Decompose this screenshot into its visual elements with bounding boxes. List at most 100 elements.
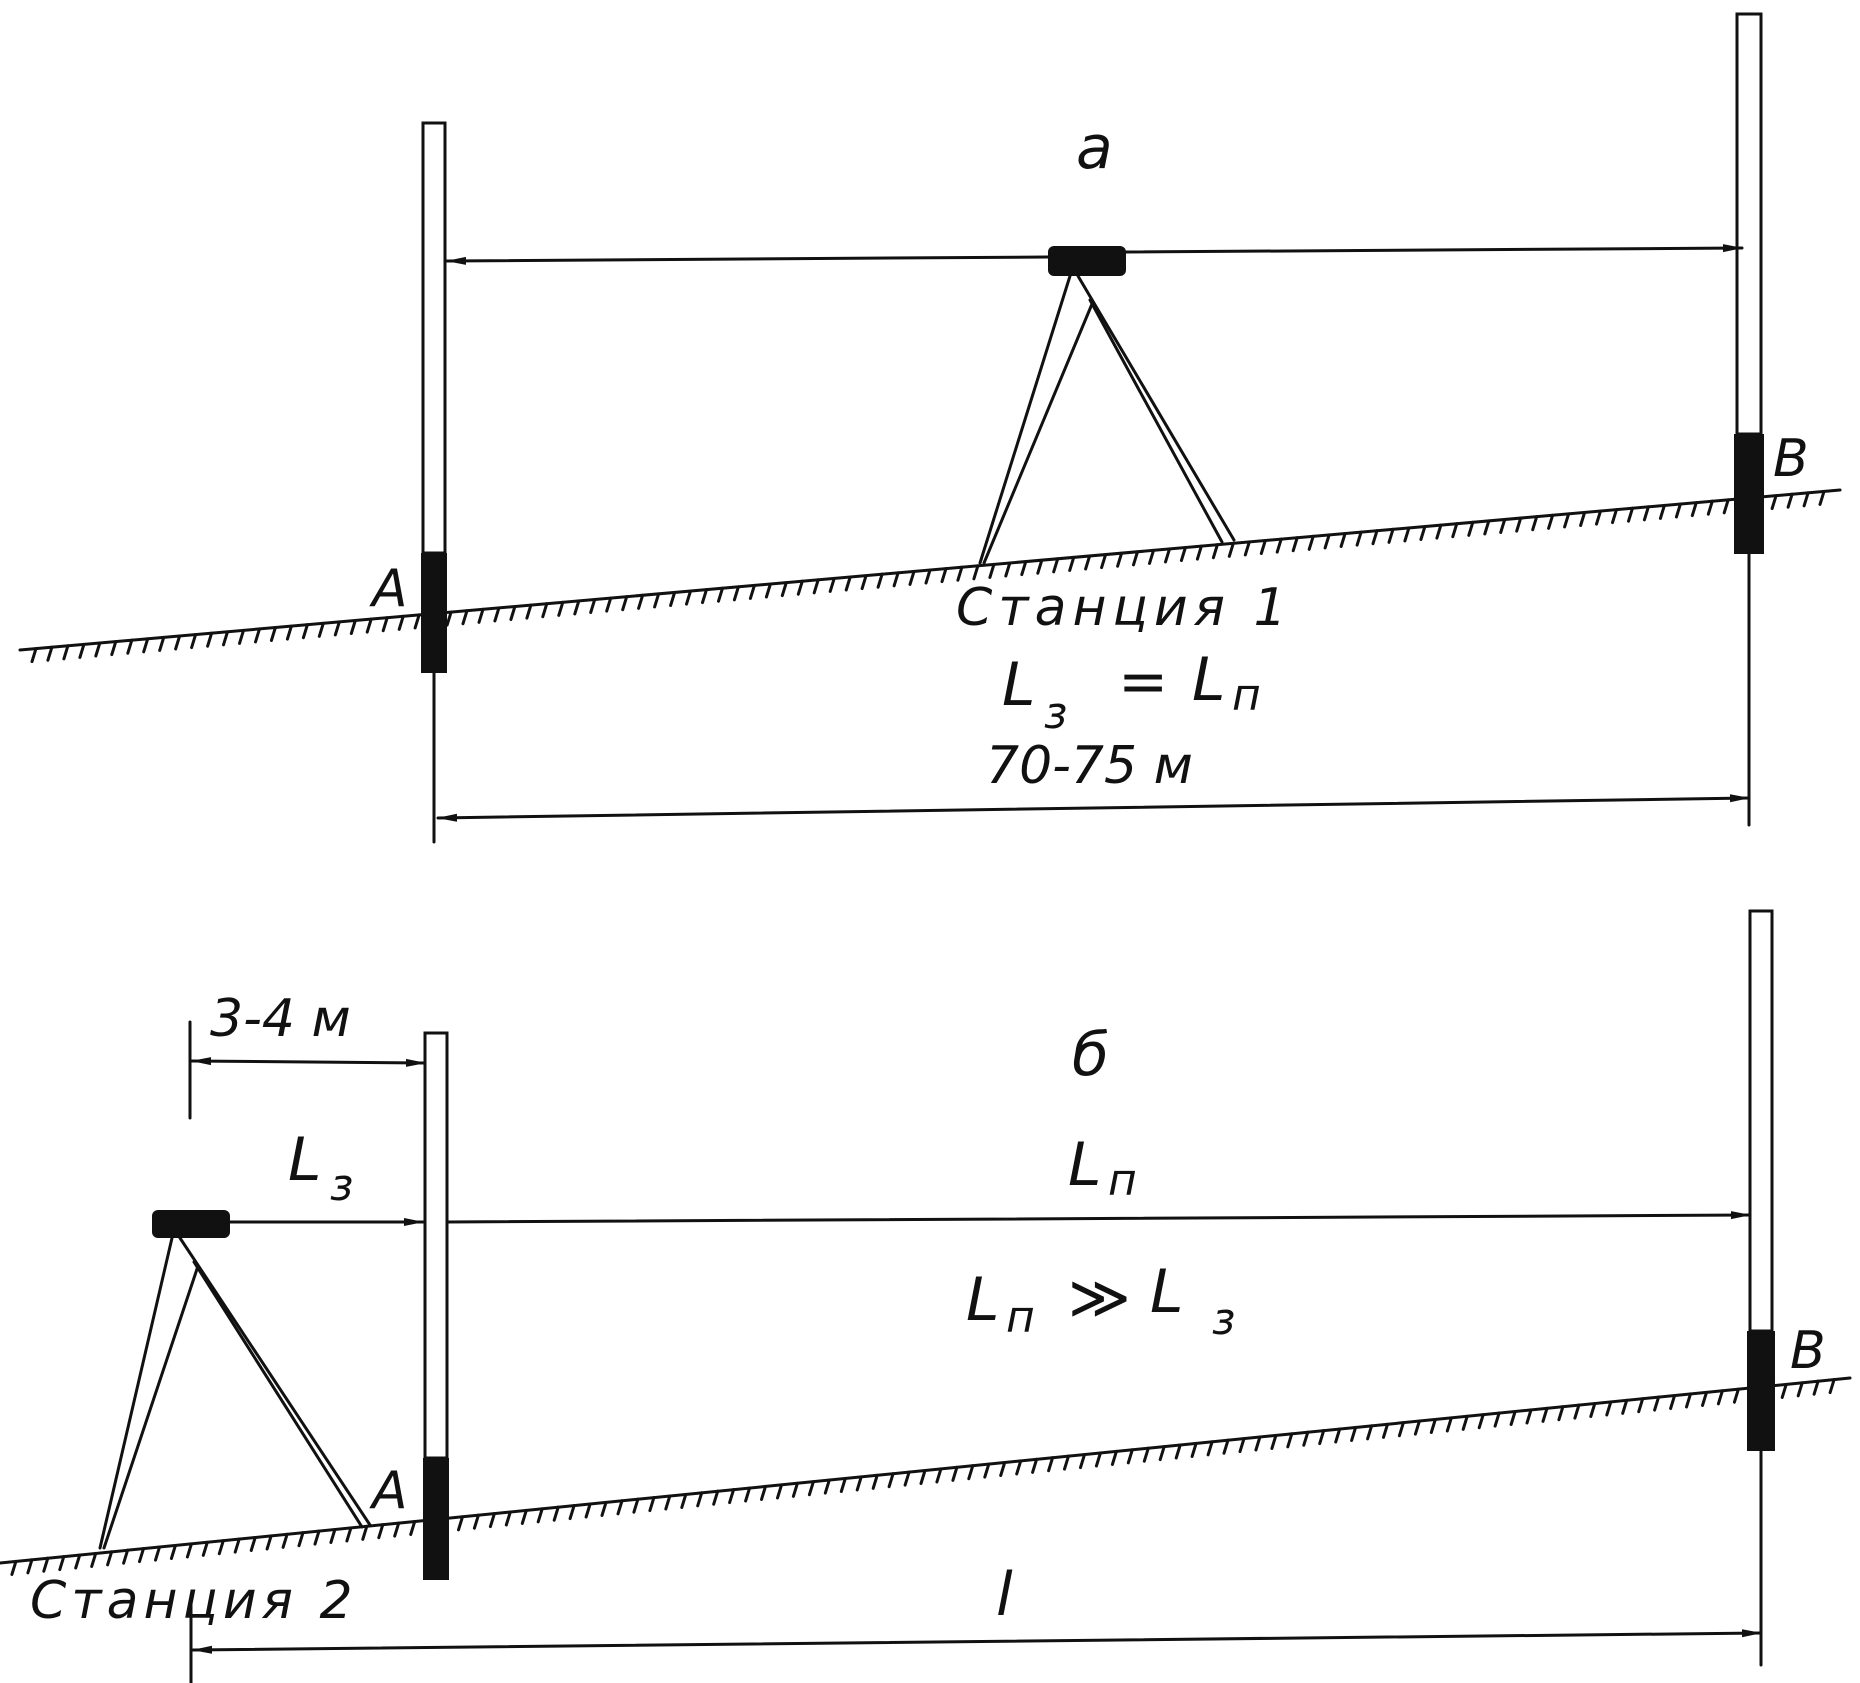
ground-hatch — [1579, 511, 1587, 527]
ground-hatch — [1780, 1382, 1788, 1399]
ground-hatch — [1350, 1425, 1358, 1442]
ground-hatch — [1110, 1449, 1118, 1466]
ground-hatch — [1611, 508, 1618, 525]
distance-label-a: 70-75 м — [986, 736, 1193, 796]
ground-hatch — [988, 562, 996, 579]
ground-hatch — [780, 581, 788, 598]
ground-hatch — [552, 1505, 560, 1522]
ground-hatch — [1190, 1441, 1198, 1458]
ground-hatch — [1818, 489, 1826, 506]
sight-line-back-a — [445, 255, 1050, 265]
ground-hatch — [126, 638, 134, 655]
ground-hatch — [919, 1469, 927, 1485]
ground-hatch — [30, 647, 38, 664]
ground-hatch — [1366, 1424, 1374, 1441]
ground-hatch — [1116, 551, 1124, 568]
ground-hatch — [1595, 509, 1602, 526]
ground-hatch — [329, 1528, 337, 1544]
ground-hatch — [301, 623, 309, 640]
ground-hatch — [844, 575, 852, 592]
ground-hatch — [158, 635, 166, 652]
lp-label: L п — [1068, 1130, 1137, 1206]
ground-hatch — [1642, 505, 1650, 522]
ground-hatch — [1796, 1381, 1804, 1398]
ground-hatch — [701, 588, 708, 605]
ground-hatch — [169, 1544, 177, 1560]
sight-line-forward-a — [1124, 244, 1744, 254]
ground-hatch — [972, 564, 980, 581]
ground-hatch — [1716, 1389, 1724, 1406]
ground-hatch — [281, 1532, 289, 1549]
ground-hatch — [1004, 561, 1012, 578]
ground-hatch — [1211, 543, 1219, 560]
ground-hatch — [206, 631, 214, 648]
ground-hatch — [1732, 1387, 1740, 1404]
ground-hatch — [361, 1524, 369, 1541]
ground-hatch — [365, 617, 373, 634]
ground-hatch — [393, 1521, 401, 1538]
ground-hatch — [1126, 1448, 1134, 1465]
ground-hatch — [744, 1486, 752, 1503]
ground-hatch — [297, 1531, 305, 1548]
ground-hatch — [265, 1534, 273, 1551]
ground-hatch — [828, 576, 836, 593]
ground-hatch — [1020, 560, 1028, 577]
ground-hatch — [461, 609, 469, 626]
ground-hatch — [1674, 502, 1682, 519]
ground-hatch — [1148, 548, 1155, 565]
ground-hatch — [664, 1494, 672, 1511]
ground-hatch — [876, 572, 884, 589]
ground-hatch — [764, 582, 772, 599]
ground-hatch — [285, 624, 293, 641]
staff-b — [1734, 12, 1764, 827]
ground-hatch — [525, 603, 533, 620]
lz-label: L з — [288, 1125, 353, 1211]
ground-hatch — [345, 1526, 353, 1543]
ground-line-b — [0, 1376, 1852, 1576]
ground-hatch — [1259, 539, 1267, 555]
ground-hatch — [1015, 1459, 1023, 1476]
ground-hatch — [493, 606, 501, 623]
eq-l-sub: з — [1044, 688, 1067, 739]
ground-hatch — [1413, 1419, 1421, 1436]
ground-hatch — [796, 579, 804, 596]
ground-hatch — [1605, 1400, 1613, 1417]
ground-hatch — [584, 1502, 592, 1519]
ground-hatch — [1286, 1432, 1294, 1449]
ground-hatch — [520, 1508, 528, 1525]
ground-hatch — [1397, 1421, 1405, 1438]
ground-hatch — [621, 595, 629, 612]
eq-relation: = — [1118, 647, 1168, 717]
ground-hatch — [1653, 1395, 1661, 1412]
ground-hatch — [58, 1555, 66, 1572]
ground-hatch — [892, 571, 900, 588]
ground-hatch — [1419, 525, 1427, 541]
ground-hatch — [142, 637, 150, 654]
ground-hatch — [1355, 530, 1363, 547]
ground-hatch — [951, 1465, 959, 1482]
ground-hatch — [1525, 1408, 1533, 1425]
ground-hatch — [935, 1467, 943, 1484]
ground-hatch — [381, 616, 389, 633]
ground-hatch — [313, 1529, 321, 1546]
ground-hatch — [1031, 1457, 1039, 1474]
ground-hatch — [685, 589, 692, 606]
rel-sub: п — [1006, 1292, 1035, 1343]
ground-hatch — [1238, 1437, 1246, 1454]
ground-hatch — [78, 642, 86, 659]
ground-hatch — [190, 633, 198, 650]
ground-hatch — [1627, 506, 1634, 523]
ground-hatch — [791, 1481, 799, 1498]
ground-hatch — [589, 598, 597, 614]
ground-hatch — [457, 1515, 464, 1532]
ground-hatch — [317, 621, 325, 638]
panel-b-label: б — [1072, 1020, 1109, 1090]
ground-hatch — [908, 569, 916, 586]
ground-hatch — [1515, 516, 1523, 533]
station-2-label: Станция 2 — [30, 1571, 358, 1631]
ground-hatch — [616, 1499, 624, 1516]
span-label: l — [996, 1560, 1013, 1630]
ground-hatch — [1270, 1433, 1278, 1450]
ground-hatch — [1461, 1414, 1469, 1431]
ground-hatch — [201, 1540, 209, 1557]
